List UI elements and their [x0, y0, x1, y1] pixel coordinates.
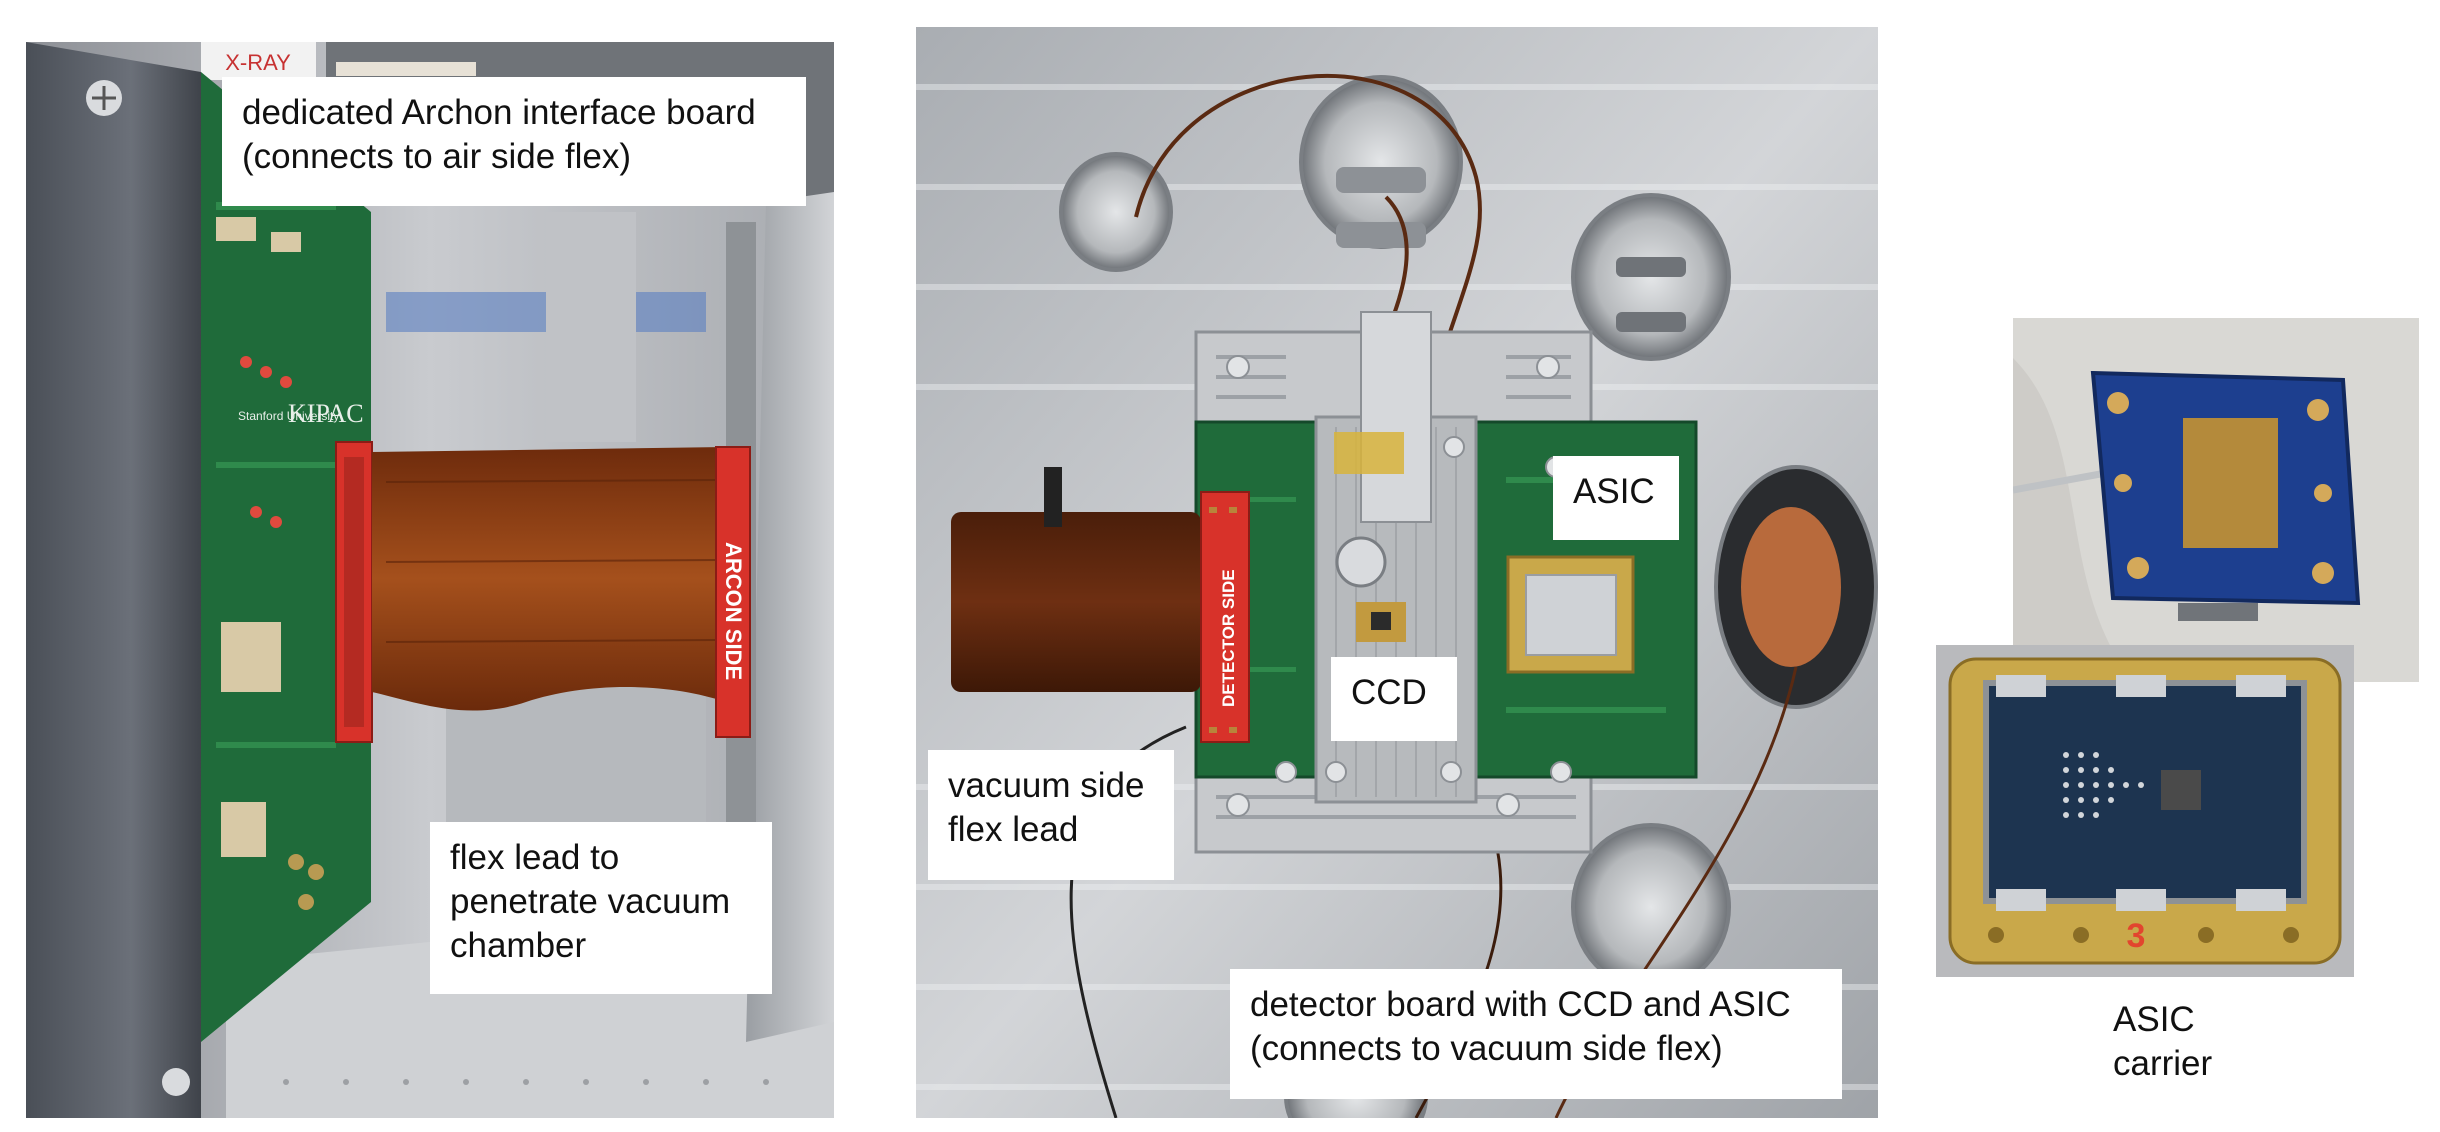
flex-cable — [372, 447, 726, 711]
label-detector-board: detector board with CCD and ASIC (connec… — [1230, 969, 1842, 1099]
kipac-logo-text: KIPAC — [288, 399, 364, 428]
copper-strap — [1741, 507, 1841, 667]
enclosure-side-panel — [26, 42, 201, 1118]
label-ccd: CCD — [1331, 657, 1457, 741]
bump-array — [2183, 418, 2278, 548]
label-asic-carrier: ASIC carrier — [2113, 1000, 2213, 1083]
label-asic: ASIC — [1553, 456, 1679, 540]
archon-interface-pcb — [201, 72, 371, 1042]
label-archon-interface-board: dedicated Archon interface board (connec… — [222, 77, 806, 206]
asic-carrier-illustration: 3 — [1936, 645, 2354, 977]
xray-sign-text: X-RAY — [225, 50, 291, 75]
asic-carrier-top-illustration — [2013, 318, 2419, 682]
left-photo-illustration: X-RAY — [26, 42, 834, 1118]
carrier-socket — [1983, 680, 2307, 904]
asic-chip — [2161, 770, 2201, 810]
detector-side-print: DETECTOR SIDE — [1219, 569, 1238, 707]
feedthrough-hole — [1571, 823, 1731, 991]
middle-photo-illustration: DETECTOR SIDE — [916, 27, 1878, 1118]
middle-photo-detector-board: DETECTOR SIDE — [916, 27, 1878, 1118]
temperature-sensor — [1335, 536, 1387, 588]
vacuum-side-flex-roll — [951, 512, 1201, 692]
right-photo-asic-top — [2013, 318, 2419, 682]
feedthrough-hole — [1299, 75, 1463, 249]
arcon-side-print: ARCON SIDE — [721, 542, 746, 680]
xray-sign — [201, 42, 316, 80]
label-flex-lead: flex lead to penetrate vacuum chamber — [430, 822, 772, 994]
label-vacuum-side-flex-lead: vacuum side flex lead — [928, 750, 1174, 880]
kapton-tape — [1334, 432, 1404, 474]
right-photo-asic-carrier: 3 — [1936, 645, 2354, 977]
stanford-print: Stanford University — [238, 409, 339, 423]
carrier-handwritten-mark: 3 — [2127, 917, 2146, 955]
chamber-red-connector — [715, 446, 751, 738]
detector-red-connector — [1200, 491, 1250, 743]
left-photo-archon-board: X-RAY — [26, 42, 834, 1118]
feedthrough-hole — [1059, 152, 1173, 272]
